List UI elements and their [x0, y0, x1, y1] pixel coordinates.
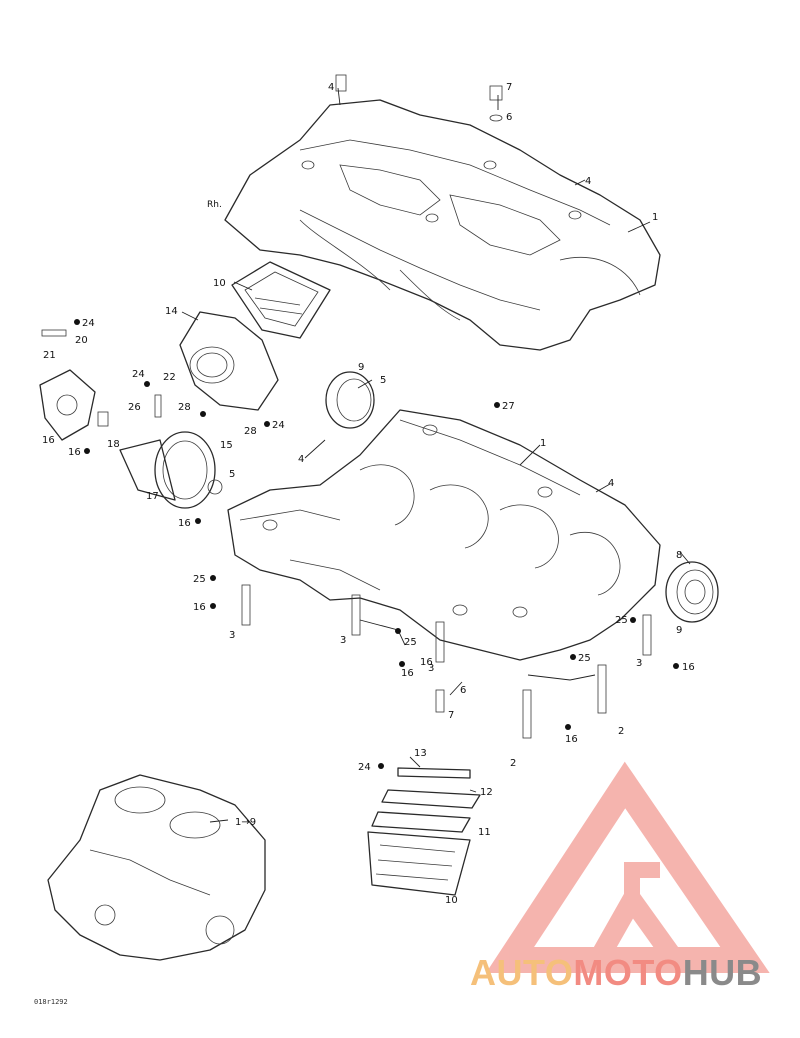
- callout-4: 4: [298, 454, 304, 465]
- callout-9: 9: [676, 625, 682, 636]
- callout-4: 4: [585, 176, 591, 187]
- callout-6: 6: [506, 112, 512, 123]
- callout-22: 22: [163, 372, 176, 383]
- callout-16: 16: [68, 447, 81, 458]
- callout-1: 1: [652, 212, 658, 223]
- callout-16: 16: [42, 435, 55, 446]
- gear-assembly: [119, 431, 223, 509]
- callout-16: 16: [682, 662, 695, 673]
- callout-3: 3: [636, 658, 642, 669]
- callout-27: 27: [502, 401, 515, 412]
- callout-24: 24: [132, 369, 145, 380]
- callout-16: 16: [420, 657, 433, 668]
- callout-16: 16: [178, 518, 191, 529]
- reed-valve-block-lower: [367, 767, 481, 896]
- callout-13: 13: [414, 748, 427, 759]
- callout-8: 8: [676, 550, 682, 561]
- callout-26: 26: [128, 402, 141, 413]
- automotohub-wordmark: AUTOMOTOHUB: [470, 952, 762, 993]
- callout-5: 5: [380, 375, 386, 386]
- studs: [41, 329, 652, 739]
- callout-28: 28: [244, 426, 257, 437]
- callout-5: 5: [229, 469, 235, 480]
- callout-7: 7: [448, 710, 454, 721]
- callout-9: 9: [358, 362, 364, 373]
- intake-manifold: [179, 311, 279, 411]
- callout-25: 25: [404, 637, 417, 648]
- callout-4: 4: [608, 478, 614, 489]
- wordmark-auto: AUTO: [470, 952, 573, 993]
- callout-2: 2: [618, 726, 624, 737]
- callout-17: 17: [146, 491, 159, 502]
- callout-14: 14: [165, 306, 178, 317]
- callout-28: 28: [178, 402, 191, 413]
- callout-25: 25: [578, 653, 591, 664]
- reed-valve-block-upper: [231, 261, 331, 339]
- assembled-engine-thumbnail: [47, 774, 266, 961]
- callout-2: 2: [510, 758, 516, 769]
- callout-3: 3: [229, 630, 235, 641]
- callout-11: 11: [478, 827, 491, 838]
- callout-15: 15: [220, 440, 233, 451]
- callout-labels: 1 1 2 2 3 3 3 3 4 4 4 4 5 5 6 6 7 7 8 9 …: [34, 82, 695, 1006]
- callout-24: 24: [272, 420, 285, 431]
- callout-6: 6: [460, 685, 466, 696]
- seal-ring-upper: [325, 371, 375, 429]
- callout-16: 16: [401, 668, 414, 679]
- lower-crankcase: [227, 409, 661, 661]
- wordmark-hub: HUB: [683, 952, 763, 993]
- callout-24: 24: [358, 762, 371, 773]
- callout-20: 20: [75, 335, 88, 346]
- callout-3: 3: [428, 663, 434, 674]
- callout-25: 25: [193, 574, 206, 585]
- callout-16: 16: [193, 602, 206, 613]
- callout-4: 4: [328, 82, 334, 93]
- callout-18: 18: [107, 439, 120, 450]
- callout-3: 3: [340, 635, 346, 646]
- torque-markers: [74, 319, 679, 769]
- automotohub-logo: [485, 761, 770, 973]
- callout-10: 10: [213, 278, 226, 289]
- callout-1: 1: [540, 438, 546, 449]
- callout-19: 1→9: [235, 817, 256, 828]
- callout-7: 7: [506, 82, 512, 93]
- end-cap: [665, 561, 719, 623]
- document-code: 018r1292: [34, 998, 68, 1006]
- upper-case-stamp: Rh.: [207, 200, 222, 210]
- callout-16: 16: [565, 734, 578, 745]
- callout-10: 10: [445, 895, 458, 906]
- wordmark-moto: MOTO: [573, 952, 682, 993]
- pump-housing: [39, 369, 109, 441]
- svg-text:AUTOMOTOHUB: AUTOMOTOHUB: [470, 952, 762, 993]
- upper-crankcase: [224, 74, 661, 351]
- callout-21: 21: [43, 350, 56, 361]
- callout-24: 24: [82, 318, 95, 329]
- callout-12: 12: [480, 787, 493, 798]
- callout-25: 25: [615, 615, 628, 626]
